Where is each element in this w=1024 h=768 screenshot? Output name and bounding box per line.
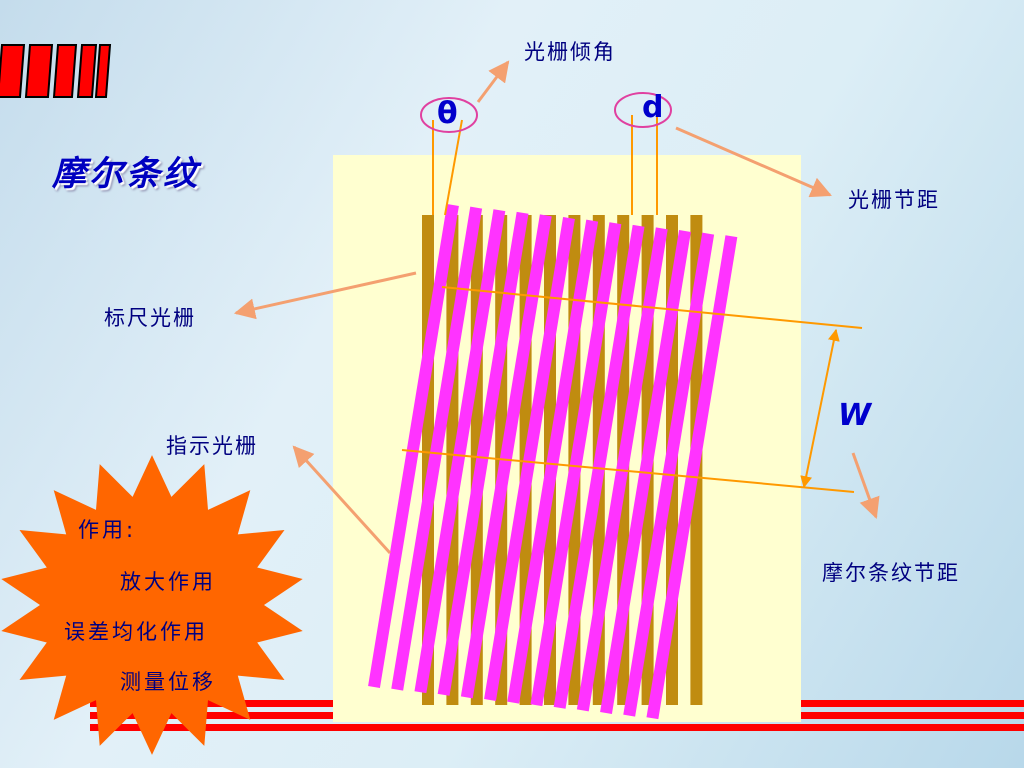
function-item-error-averaging: 误差均化作用 (64, 620, 208, 644)
arrow-to-moire-pitch (851, 452, 880, 519)
w-dimension-arrow (800, 328, 840, 489)
arrow-to-scale-grating (233, 271, 417, 320)
index-grating-bar (553, 224, 645, 709)
label-scale-grating: 标尺光栅 (104, 306, 196, 330)
arrow-to-grating-angle (476, 60, 510, 103)
index-grating-bar (368, 204, 459, 688)
moire-fringe-lines (401, 286, 863, 493)
index-grating-bar (391, 206, 483, 691)
functions-heading: 作用: (78, 518, 137, 542)
symbol-guide-lines (432, 115, 658, 216)
page-title: 摩尔条纹 (52, 154, 200, 194)
label-grating-angle: 光栅倾角 (524, 40, 616, 64)
label-moire-pitch: 摩尔条纹节距 (822, 561, 960, 585)
label-index-grating: 指示光栅 (166, 434, 258, 458)
function-item-measure-displacement: 测量位移 (120, 670, 216, 694)
red-logo-bars (0, 44, 112, 98)
d-symbol: d (642, 90, 664, 125)
annotation-arrows (233, 60, 880, 555)
arrow-to-grating-pitch (675, 126, 832, 198)
w-symbol: W (838, 398, 872, 433)
functions-starburst (1, 455, 303, 755)
index-grating-bar (576, 227, 668, 712)
theta-symbol: θ (437, 96, 458, 131)
arrow-to-index-grating (292, 445, 392, 555)
d-ellipse (614, 92, 672, 128)
theta-ellipse (420, 97, 478, 133)
label-grating-pitch: 光栅节距 (848, 188, 940, 212)
function-item-magnify: 放大作用 (120, 570, 216, 594)
